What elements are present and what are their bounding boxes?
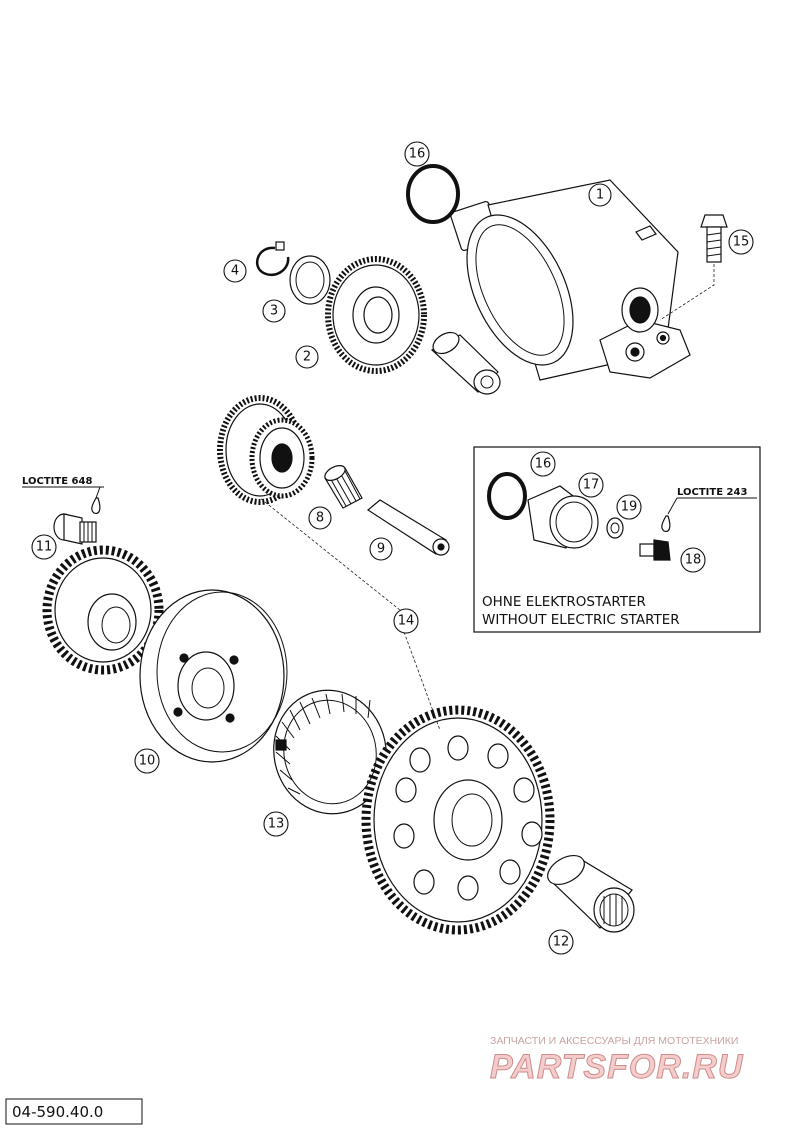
svg-text:2: 2 [303, 350, 311, 365]
crank-gear-part [42, 545, 164, 675]
svg-text:9: 9 [377, 542, 385, 557]
callout-1: 1 [588, 183, 612, 207]
svg-text:10: 10 [139, 754, 156, 769]
loctite-243-label: LOCTITE 243 [677, 487, 747, 498]
callout-13: 13 [263, 811, 289, 837]
callout-16: 16 [404, 141, 430, 167]
watermark-brand: PARTSFOR.RU [490, 1048, 744, 1086]
callout-15: 15 [728, 229, 754, 255]
svg-text:13: 13 [268, 817, 285, 832]
callout-18: 18 [680, 547, 706, 573]
svg-text:1: 1 [596, 188, 604, 203]
small-washer-part [606, 517, 624, 539]
intermediate-gear-part [325, 256, 427, 374]
callout-4: 4 [223, 259, 247, 283]
sleeve-part [430, 331, 501, 395]
bolt-part [659, 214, 728, 321]
callout-9: 9 [369, 537, 393, 561]
callout-17: 17 [578, 472, 604, 498]
svg-text:17: 17 [583, 478, 600, 493]
svg-text:16: 16 [409, 147, 426, 162]
drawing-code: 04-590.40.0 [12, 1103, 103, 1121]
inset-o-ring-part [487, 472, 527, 520]
needle-bearing-part [324, 465, 363, 509]
circlip-part [255, 246, 290, 277]
callout-11: 11 [31, 534, 57, 560]
callout-3: 3 [262, 299, 286, 323]
svg-text:11: 11 [36, 540, 53, 555]
inset-frame [473, 446, 761, 633]
screw-part [53, 513, 97, 545]
washer-part [289, 255, 331, 305]
callout-10: 10 [134, 748, 160, 774]
svg-text:15: 15 [733, 235, 750, 250]
callout-8: 8 [308, 506, 332, 530]
loctite-drop-icon [91, 497, 101, 515]
svg-text:19: 19 [621, 500, 638, 515]
pin-part [366, 499, 450, 556]
svg-text:16: 16 [535, 457, 552, 472]
leader-line [259, 497, 441, 731]
starter-motor-part [449, 179, 691, 381]
o-ring-part [406, 164, 460, 224]
callout-16-inset: 16 [530, 451, 556, 477]
loctite-648-label: LOCTITE 648 [22, 476, 92, 487]
callout-19: 19 [616, 494, 642, 520]
callout-14: 14 [393, 608, 419, 634]
svg-text:4: 4 [231, 264, 239, 279]
inset-text-english: WITHOUT ELECTRIC STARTER [482, 612, 680, 628]
needle-sleeve-part [547, 854, 635, 933]
callout-12: 12 [548, 929, 574, 955]
svg-text:14: 14 [398, 614, 415, 629]
double-gear-part [217, 395, 315, 505]
svg-text:8: 8 [316, 511, 324, 526]
svg-text:3: 3 [270, 304, 278, 319]
freewheel-part [273, 689, 387, 815]
starter-ring-gear-part [361, 705, 555, 935]
loctite-drop-icon [661, 515, 671, 533]
svg-text:12: 12 [553, 935, 570, 950]
svg-text:18: 18 [685, 553, 702, 568]
watermark-caption: ЗАПЧАСТИ И АКСЕССУАРЫ ДЛЯ МОТОТЕХНИКИ [490, 1035, 738, 1047]
callout-2: 2 [295, 345, 319, 369]
freewheel-housing-part [139, 589, 288, 763]
plug-screw-part [639, 539, 671, 561]
drawing-code-box [5, 1098, 143, 1125]
spacer-part [527, 485, 599, 549]
inset-text-german: OHNE ELEKTROSTARTER [482, 594, 646, 610]
